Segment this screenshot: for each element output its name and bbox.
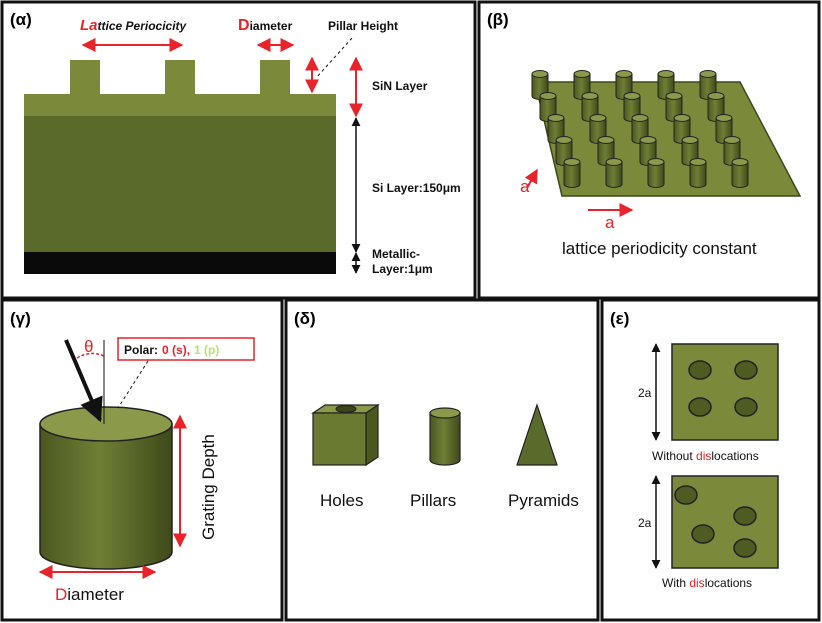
pillar-height-label: Pillar Height: [328, 19, 398, 33]
lattice-pillar: [731, 158, 749, 188]
with-dislocations-label: With dislocations: [662, 576, 752, 590]
hole-dislocated-4: [733, 538, 757, 558]
incident-ray: [64, 339, 103, 423]
lattice-periodicity-label: Lattice Periocicity: [80, 17, 188, 34]
panel-beta-tag: (β): [487, 10, 509, 29]
pyramids-label: Pyramids: [508, 491, 579, 510]
hole-ordered-2: [734, 360, 758, 380]
lattice-caption: lattice periodicity constant: [562, 239, 757, 258]
metallic-label-line1: Metallic-: [372, 247, 420, 261]
pillar-height-leader: [315, 37, 353, 79]
panel-delta: (δ) Holes Pillars Pyramids: [284, 298, 600, 622]
dim-label-top: 2a: [638, 386, 652, 400]
lattice-pillar: [689, 158, 707, 188]
panel-gamma-tag: (γ): [10, 309, 31, 328]
hole-dislocated-3: [691, 524, 715, 544]
pillars-label: Pillars: [410, 491, 456, 510]
metallic-layer-block: [24, 252, 336, 274]
sin-layer-block: [24, 94, 336, 116]
si-layer-label: Si Layer:150μm: [372, 181, 461, 195]
pillars-shape: [429, 407, 461, 466]
panel-epsilon: (ε) 2a Without dislocations 2a With disl…: [600, 298, 821, 622]
panel-gamma: (γ) θ Polar:0 (s),1 (p) Grating Depth Di…: [0, 298, 284, 622]
pillar-grid: [531, 70, 749, 188]
lattice-pillar: [647, 158, 665, 188]
pillar-3: [260, 60, 290, 94]
pyramids-shape: [516, 403, 558, 466]
grating-depth-label: Grating Depth: [199, 434, 218, 540]
holes-label: Holes: [320, 491, 363, 510]
a-vertical-label: a: [520, 177, 530, 196]
hole-ordered-1: [688, 360, 712, 380]
hole-dislocated-2: [733, 506, 757, 526]
hole-dislocated-1: [674, 485, 698, 505]
panel-beta: (β) a a lattice periodicity constant: [477, 0, 821, 300]
cylinder-body: [39, 423, 173, 570]
metallic-label-line2: Layer:1μm: [372, 262, 433, 276]
pillar-2: [165, 60, 195, 94]
a-horizontal-label: a: [605, 213, 615, 232]
hole-ordered-4: [734, 397, 758, 417]
cylinder-top: [39, 406, 173, 442]
ordered-lattice-square: [671, 343, 779, 441]
holes-shape: [311, 403, 380, 467]
diameter-label-alpha: Diameter: [238, 17, 293, 34]
theta-arc: [76, 352, 105, 359]
panel-alpha-tag: (α): [10, 10, 32, 29]
panel-delta-tag: (δ): [294, 309, 316, 328]
pillar-1: [70, 60, 100, 94]
si-layer-block: [24, 116, 336, 252]
dim-label-bottom: 2a: [638, 516, 652, 530]
panel-epsilon-tag: (ε): [610, 309, 629, 328]
a-vertical-arrow: [524, 168, 538, 189]
panel-alpha: (α) Lattice Periocicity Diameter Pillar …: [0, 0, 477, 300]
polarization-box: [117, 337, 255, 361]
lattice-pillar: [605, 158, 623, 188]
without-dislocations-label: Without dislocations: [652, 449, 759, 463]
hole-ordered-3: [688, 397, 712, 417]
lattice-pillar: [563, 158, 581, 188]
diameter-label-gamma: Diameter: [55, 585, 124, 604]
polarization-label: Polar:0 (s),1 (p): [124, 343, 219, 357]
sin-layer-label: SiN Layer: [372, 79, 428, 93]
lattice-pillar: [699, 70, 717, 100]
theta-label: θ: [84, 337, 93, 356]
